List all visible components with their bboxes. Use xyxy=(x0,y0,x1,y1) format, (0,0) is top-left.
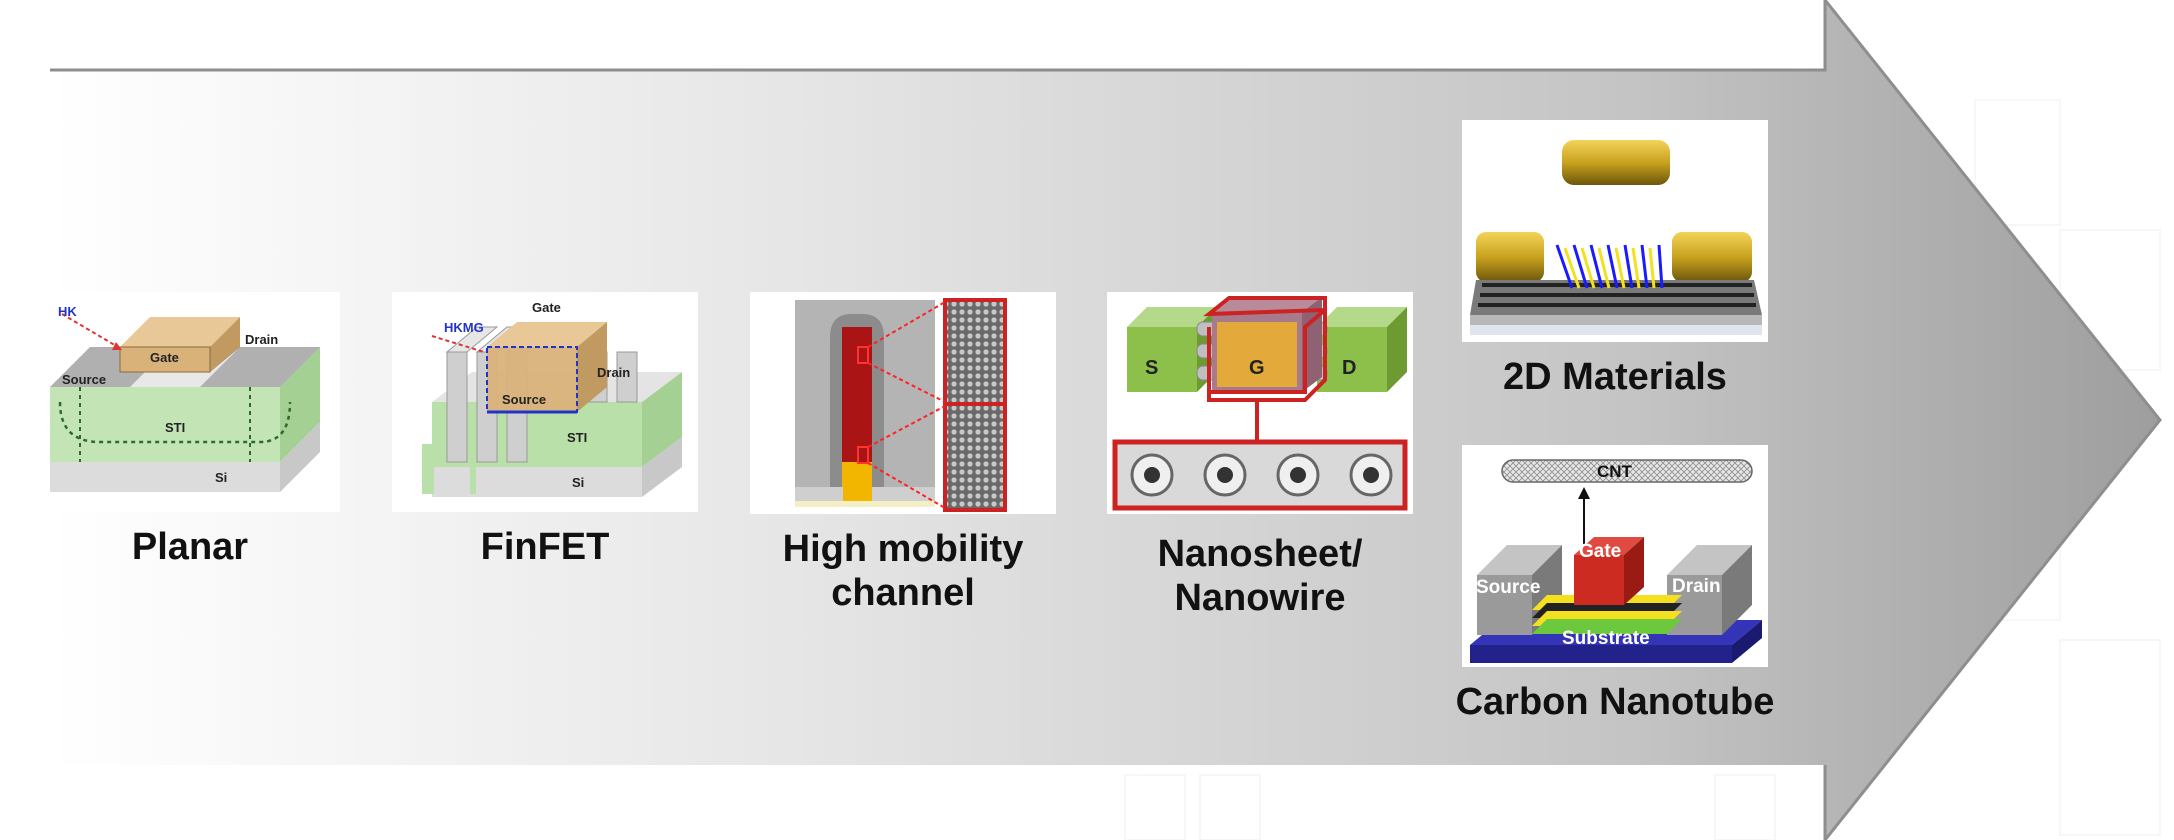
nanosheet-caption: Nanosheet/ Nanowire xyxy=(1097,532,1423,620)
cnt-substrate-label: Substrate xyxy=(1562,628,1650,649)
planar-caption: Planar xyxy=(131,526,249,568)
cnt-gate-label: Gate xyxy=(1579,541,1621,562)
high-mobility-illustration xyxy=(750,292,1056,514)
high-mobility-caption: High mobility channel xyxy=(740,527,1066,615)
finfet-si-label: Si xyxy=(572,475,584,490)
arrow-shape xyxy=(50,0,2160,840)
finfet-drain-label: Drain xyxy=(597,365,630,380)
finfet-gate-label: Gate xyxy=(532,300,561,315)
finfet-source-label: Source xyxy=(502,392,546,407)
cnt-label: CNT xyxy=(1597,462,1633,481)
nanosheet-illustration: S G D xyxy=(1107,292,1413,514)
planar-hk-label: HK xyxy=(58,304,77,319)
carbon-nanotube-illustration: CNT Gate Source Drain Substrate xyxy=(1462,445,1768,667)
nanosheet-g-label: G xyxy=(1249,357,1265,379)
planar-gate-label: Gate xyxy=(150,350,179,365)
high-mobility-caption-line1: High mobility xyxy=(782,528,1024,570)
high-mobility-caption-line2: channel xyxy=(831,572,975,614)
2d-materials-caption: 2D Materials xyxy=(1503,356,1727,398)
planar-illustration: HK Gate Drain Source STI Si xyxy=(50,292,340,512)
carbon-nanotube-caption: Carbon Nanotube xyxy=(1455,681,1775,723)
finfet-caption: FinFET xyxy=(480,526,610,568)
nanosheet-s-label: S xyxy=(1145,357,1158,379)
planar-drain-label: Drain xyxy=(245,332,278,347)
nanosheet-d-label: D xyxy=(1342,357,1356,379)
nanosheet-caption-line2: Nanowire xyxy=(1174,577,1346,619)
planar-source-label: Source xyxy=(62,372,106,387)
cnt-drain-label: Drain xyxy=(1672,576,1721,597)
finfet-illustration: Gate HKMG Drain Source STI Si xyxy=(392,292,698,512)
planar-sti-label: STI xyxy=(165,420,185,435)
finfet-hkmg-label: HKMG xyxy=(444,320,484,335)
finfet-sti-label: STI xyxy=(567,430,587,445)
nanosheet-caption-line1: Nanosheet/ xyxy=(1157,533,1363,575)
cnt-source-label: Source xyxy=(1476,577,1540,598)
2d-materials-illustration xyxy=(1462,120,1768,342)
planar-si-label: Si xyxy=(215,470,227,485)
